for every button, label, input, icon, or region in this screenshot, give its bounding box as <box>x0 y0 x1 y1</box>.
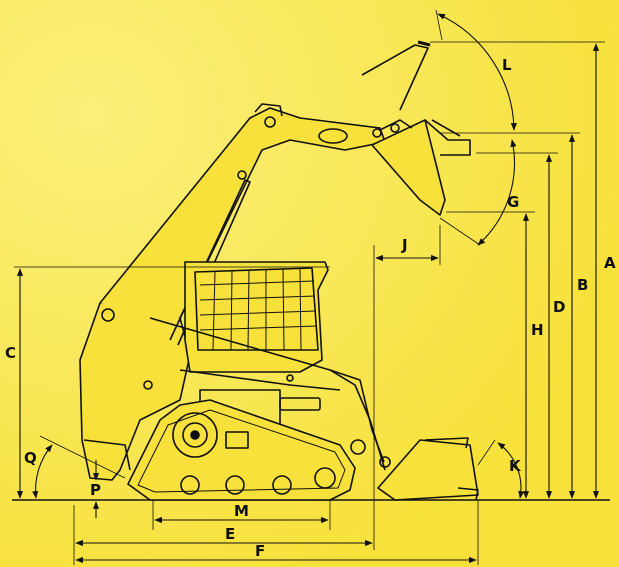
bucket-lowered <box>377 439 479 501</box>
label-f: F <box>255 542 265 560</box>
arm-slot <box>318 128 348 144</box>
label-c: C <box>5 344 16 362</box>
label-q: Q <box>24 449 37 467</box>
label-p: P <box>90 481 101 499</box>
tilt-cylinder-pivot <box>350 439 366 455</box>
label-e: E <box>225 525 235 543</box>
drive-sprocket <box>172 412 218 458</box>
arm-pivot <box>264 116 276 128</box>
label-j: J <box>401 236 408 254</box>
label-h: H <box>531 321 544 339</box>
label-d: D <box>553 298 565 316</box>
label-k: K <box>509 457 522 475</box>
loader-machine <box>79 40 479 501</box>
track <box>127 399 356 501</box>
dimension-lines <box>14 9 605 565</box>
label-g: G <box>507 193 519 211</box>
label-l: L <box>502 56 512 74</box>
label-m: M <box>234 502 249 520</box>
label-a: A <box>604 254 616 272</box>
bucket-raised <box>371 119 446 216</box>
arm-handle <box>254 103 283 117</box>
dimension-label-group: A B C D E F G H J K L M P Q <box>5 56 616 560</box>
label-b: B <box>577 276 588 294</box>
cab-cage <box>194 267 319 351</box>
lift-arm <box>99 107 386 319</box>
cab <box>184 261 329 373</box>
bucket-dump-outline <box>361 44 429 111</box>
